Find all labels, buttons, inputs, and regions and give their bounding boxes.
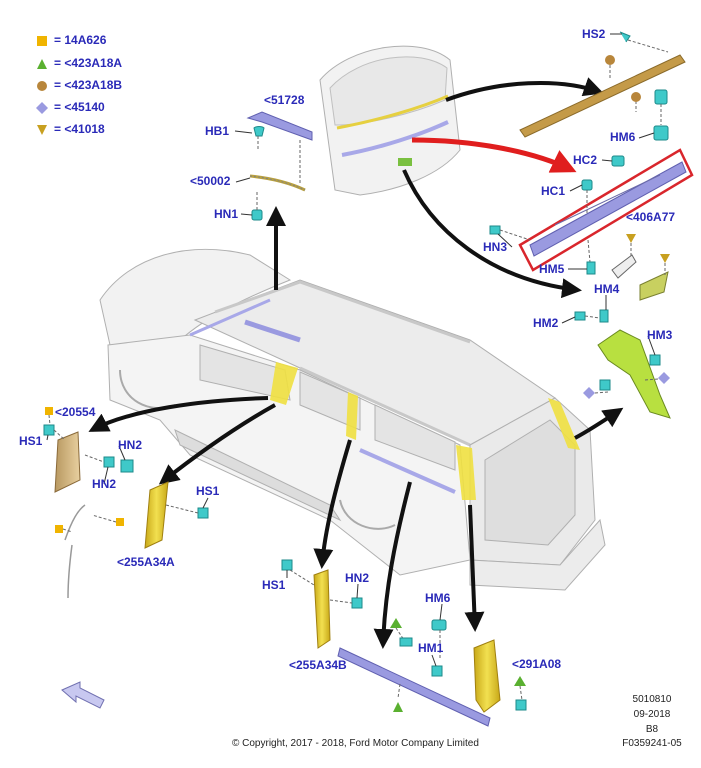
copyright-notice: © Copyright, 2017 - 2018, Ford Motor Com… — [232, 738, 479, 749]
legend-label: = <41018 — [54, 122, 105, 136]
square-icon — [36, 34, 48, 46]
legend-label: = <423A18A — [54, 56, 123, 70]
label-hm6-bot: HM6 — [425, 591, 451, 605]
label-hs1-mid: HS1 — [196, 484, 220, 498]
vehicle-body — [99, 248, 606, 591]
legend-item-41018: = <41018 — [36, 121, 105, 137]
part-291a08 — [473, 639, 527, 713]
label-hb1: HB1 — [205, 124, 230, 138]
legend-item-14a626: = 14A626 — [36, 32, 106, 48]
label-255a34b: <255A34B — [289, 658, 347, 672]
label-406a77: <406A77 — [626, 210, 676, 224]
label-hm6-top: HM6 — [610, 130, 636, 144]
highlight-box — [518, 148, 694, 272]
diamond-icon — [36, 101, 48, 114]
vehicle-highlights — [189, 298, 580, 500]
part-roof-molding — [246, 111, 313, 221]
part-rocker-molding — [337, 618, 491, 727]
part-b-pillar-left — [43, 407, 134, 599]
legend-item-45140: = <45140 — [36, 99, 105, 115]
legend-item-423a18a: = <423A18A — [36, 55, 122, 71]
label-20554: <20554 — [55, 405, 96, 419]
part-255a34a — [144, 481, 209, 549]
triangle-icon — [36, 57, 48, 69]
liftgate — [319, 45, 461, 196]
drawing-date: 09-2018 — [633, 709, 671, 720]
label-hn2-bot: HN2 — [345, 571, 370, 585]
label-hm2: HM2 — [533, 316, 559, 330]
legend-item-423a18b: = <423A18B — [36, 77, 122, 93]
label-255a34a: <255A34A — [117, 555, 175, 569]
drawing-number: 5010810 — [632, 694, 672, 705]
label-hm5: HM5 — [539, 262, 565, 276]
callout-arrows — [88, 77, 624, 649]
label-50002: <50002 — [190, 174, 231, 188]
label-51728: <51728 — [264, 93, 305, 107]
circle-icon — [36, 79, 48, 91]
label-hn3: HN3 — [483, 240, 508, 254]
triangle-down-icon — [36, 123, 48, 135]
label-hn2-b: HN2 — [92, 477, 117, 491]
label-hs1-bot: HS1 — [262, 578, 286, 592]
leader-lines — [46, 33, 656, 667]
label-hm3: HM3 — [647, 328, 673, 342]
label-hn2-a: HN2 — [118, 438, 143, 452]
part-d-pillar-trim — [574, 309, 671, 419]
drawing-revision: B8 — [645, 724, 659, 735]
label-hn1: HN1 — [214, 207, 239, 221]
legend-label: = 14A626 — [54, 33, 107, 47]
part-liftgate-brackets — [489, 225, 670, 301]
label-hm4: HM4 — [594, 282, 620, 296]
label-hm1: HM1 — [418, 641, 444, 655]
legend-label: = <423A18B — [54, 78, 123, 92]
legend-label: = <45140 — [54, 100, 105, 114]
figure-number: F0359241-05 — [622, 738, 682, 749]
part-upper-molding — [519, 31, 686, 141]
label-hc2: HC2 — [573, 153, 598, 167]
label-hc1: HC1 — [541, 184, 566, 198]
front-direction-arrow-icon — [61, 681, 105, 709]
part-255a34b — [281, 559, 363, 649]
label-291a08: <291A08 — [512, 657, 562, 671]
label-hs1-left: HS1 — [19, 434, 43, 448]
label-hs2: HS2 — [582, 27, 606, 41]
